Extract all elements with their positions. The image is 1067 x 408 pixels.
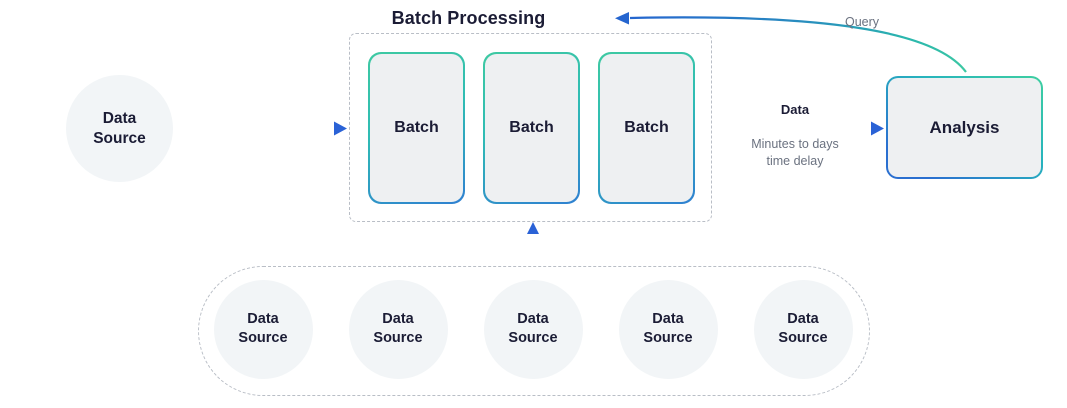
edge-sublabel-line2: time delay <box>766 154 824 168</box>
data-source-label-line2: Source <box>778 330 828 346</box>
data-source-label-line2: Source <box>643 330 693 346</box>
data-source-label-line1: Data <box>102 109 137 127</box>
data-source-label: Data Source <box>66 75 173 182</box>
data-source-item[interactable]: Data Source <box>483 279 583 379</box>
edge-label-data: Data <box>780 102 810 117</box>
data-source-label-line2: Source <box>373 330 423 346</box>
data-sources-container <box>198 266 870 396</box>
data-source-item[interactable]: Data Source <box>213 279 313 379</box>
data-source-halo <box>618 279 718 379</box>
data-source-item[interactable]: Data Source <box>618 279 718 379</box>
batch-box-border: Batch <box>483 52 580 204</box>
edge-sublabel-time-delay: Minutes to days time delay <box>735 136 855 170</box>
data-source-label: Data Source <box>484 280 583 379</box>
batch-box[interactable]: Batch <box>483 52 580 204</box>
data-source-label-line1: Data <box>247 311 279 327</box>
data-source-label: Data Source <box>214 280 313 379</box>
arrow-source-to-batch <box>186 121 347 136</box>
data-source-label: Data Source <box>619 280 718 379</box>
data-source-halo <box>348 279 448 379</box>
batch-box-border: Batch <box>598 52 695 204</box>
batch-processing-container <box>349 33 712 222</box>
data-source-label-line2: Source <box>238 330 288 346</box>
batch-box-label: Batch <box>599 53 694 203</box>
batch-box-border: Batch <box>368 52 465 204</box>
page-title: Batch Processing <box>391 8 546 28</box>
batch-box-label: Batch <box>369 53 464 203</box>
data-source-label-line2: Source <box>93 129 146 147</box>
data-source-label: Data Source <box>349 280 448 379</box>
data-source-main[interactable]: Data Source <box>66 75 173 182</box>
edge-label-query: Query <box>845 15 880 29</box>
batch-box[interactable]: Batch <box>368 52 465 204</box>
arrow-sources-to-batch <box>527 222 539 262</box>
data-source-label-line1: Data <box>787 311 819 327</box>
data-source-halo <box>213 279 313 379</box>
data-source-item[interactable]: Data Source <box>753 279 853 379</box>
data-source-label-line2: Source <box>508 330 558 346</box>
data-source-halo <box>753 279 853 379</box>
data-source-label: Data Source <box>754 280 853 379</box>
data-source-label-line1: Data <box>382 311 414 327</box>
edge-sublabel-line1: Minutes to days <box>751 137 839 151</box>
data-source-item[interactable]: Data Source <box>348 279 448 379</box>
data-source-label-line1: Data <box>517 311 549 327</box>
analysis-box-border: Analysis <box>886 76 1043 179</box>
data-source-halo <box>66 75 173 182</box>
batch-box[interactable]: Batch <box>598 52 695 204</box>
batch-box-label: Batch <box>484 53 579 203</box>
data-source-label-line1: Data <box>652 311 684 327</box>
data-source-halo <box>483 279 583 379</box>
analysis-box-label: Analysis <box>888 78 1041 177</box>
analysis-box[interactable]: Analysis <box>886 76 1043 179</box>
arrow-batch-to-analysis <box>724 121 884 136</box>
